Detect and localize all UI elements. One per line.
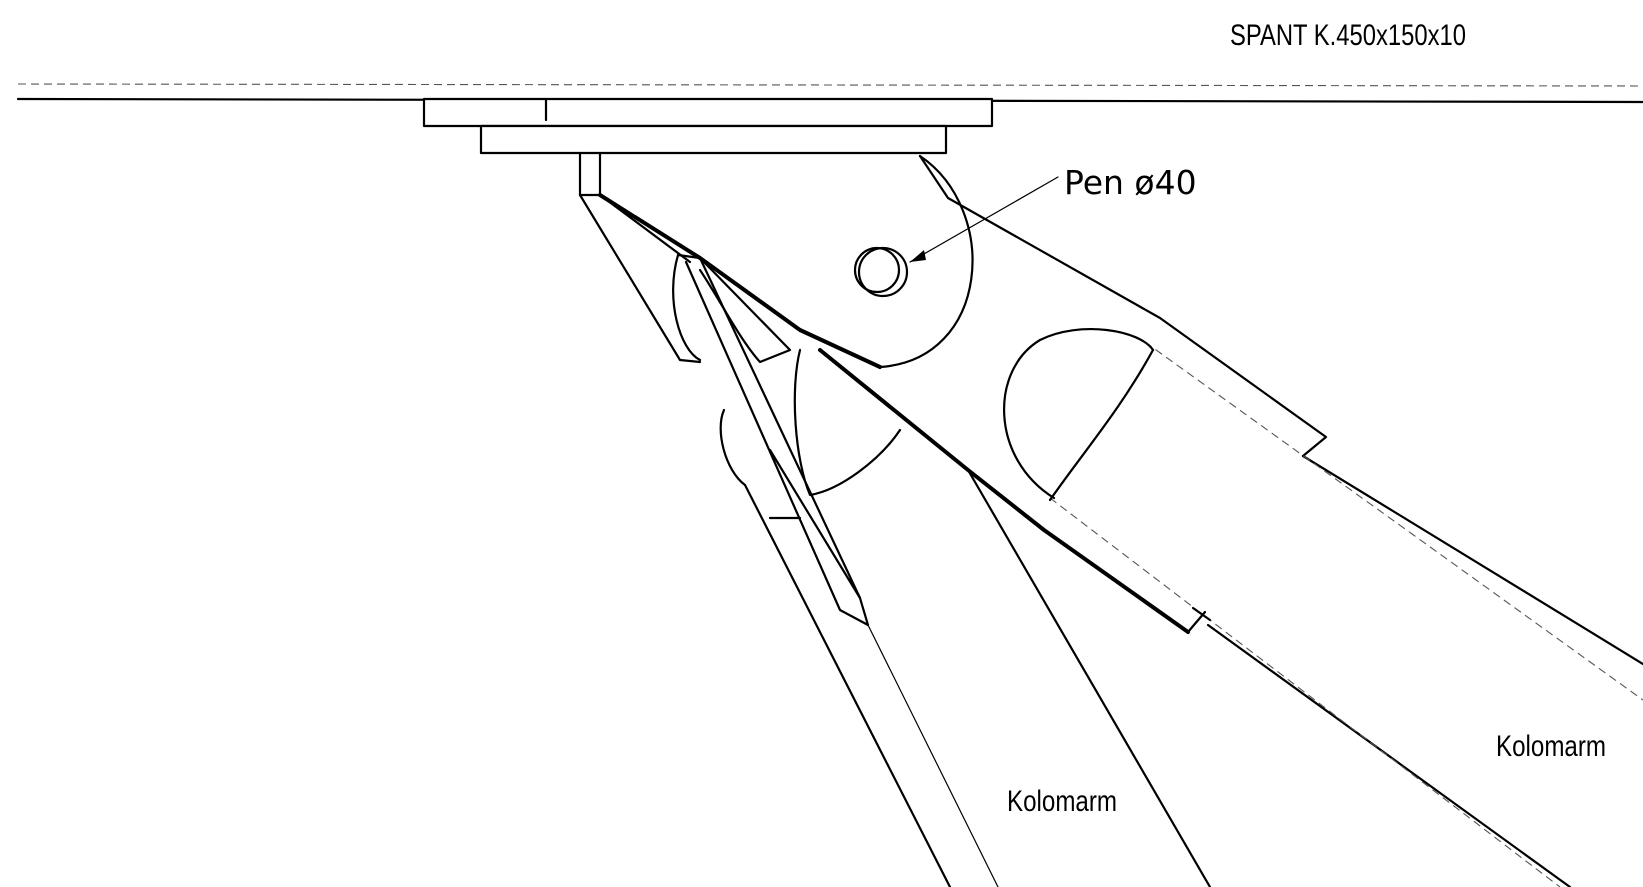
pin-40 [853, 176, 1059, 298]
kolomarm-left-label: Kolomarm [1007, 785, 1117, 818]
base-plates [422, 97, 994, 155]
left-kolomarm [672, 253, 1212, 887]
pen-label: Pen ø40 [1064, 163, 1197, 202]
spant-label: SPANT K.450x150x10 [1230, 19, 1466, 52]
right-kolomarm [818, 154, 1643, 887]
gusset-plate [578, 151, 882, 369]
kolomarm-right-label: Kolomarm [1496, 730, 1606, 763]
